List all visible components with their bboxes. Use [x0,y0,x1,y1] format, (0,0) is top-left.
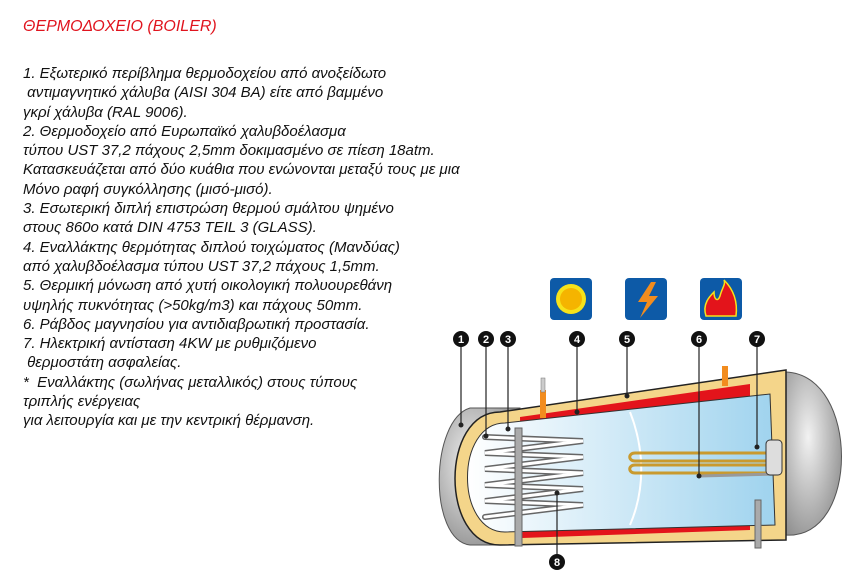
svg-text:4: 4 [574,334,581,346]
spec-line: για λειτουργία και με την κεντρική θέρμα… [23,412,315,430]
spec-line: 2. Θερμοδοχείο από Ευρωπαϊκό χαλυβδοέλασ… [23,122,346,140]
spec-line: 6. Ράβδος μαγνησίου για αντιδιαβρωτική π… [23,315,370,333]
svg-text:7: 7 [754,334,760,346]
flame-icon [700,278,742,320]
coil-pipe [514,427,523,547]
spec-line: αντιμαγνητικό χάλυβα (AISI 304 BA) είτε … [23,84,384,102]
spec-line: τριπλής ενέργειας [23,393,141,411]
spec-line: από χαλυβδοέλασμα τύπου UST 37,2 πάχους … [23,257,380,275]
spec-line: τύπου UST 37,2 πάχους 2,5mm δοκιμασμένο … [23,142,435,160]
sun-icon [550,278,592,320]
electric-heater [628,451,775,475]
spec-line: 4. Εναλλάκτης θερμότητας διπλού τοιχώματ… [23,238,400,256]
callout-5: 5 [619,331,635,347]
svg-text:1: 1 [458,334,464,346]
lightning-icon [625,278,667,320]
spec-line: 7. Ηλεκτρική αντίσταση 4KW με ρυθμιζόμεν… [23,335,317,353]
spec-line: γκρί χάλυβα (RAL 9006). [23,103,188,121]
svg-text:8: 8 [554,557,560,569]
spec-line: 5. Θερμική μόνωση από χυτή οικολογική πο… [23,277,393,295]
spec-line: στους 860ο κατά DIN 4753 TEIL 3 (GLASS). [23,219,317,237]
page-title: ΘΕΡΜΟΔΟΧΕΙΟ (BOILER) [23,18,217,35]
callout-1: 1 [453,331,469,347]
spec-line: Κατασκευάζεται από δύο κυάθια που ενώνον… [23,161,460,179]
callout-6: 6 [691,331,707,347]
callout-7: 7 [749,331,765,347]
callout-2: 2 [478,331,494,347]
callout-8: 8 [549,554,565,570]
spec-line: Μόνο ραφή συγκόλλησης (μισό-μισό). [23,180,273,198]
spec-line: * Εναλλάκτης (σωλήνας μεταλλικός) στους … [23,373,358,391]
magnesium-anode [699,472,779,478]
svg-text:5: 5 [624,334,630,346]
spec-line: υψηλής πυκνότητας (>50kg/m3) και πάχους … [23,296,363,314]
spec-line: 3. Εσωτερική διπλή επιστρώση θερμού σμάλ… [23,200,394,218]
svg-text:3: 3 [505,334,511,346]
svg-text:2: 2 [483,334,489,346]
svg-text:6: 6 [696,334,702,346]
spec-list: 1. Εξωτερικό περίβλημα θερμοδοχείου από … [23,64,460,431]
end-cap [785,371,842,536]
spec-line: 1. Εξωτερικό περίβλημα θερμοδοχείου από … [23,65,387,82]
callout-4: 4 [569,331,585,347]
callout-3: 3 [500,331,516,347]
spec-line: θερμοστάτη ασφαλείας. [23,354,182,372]
